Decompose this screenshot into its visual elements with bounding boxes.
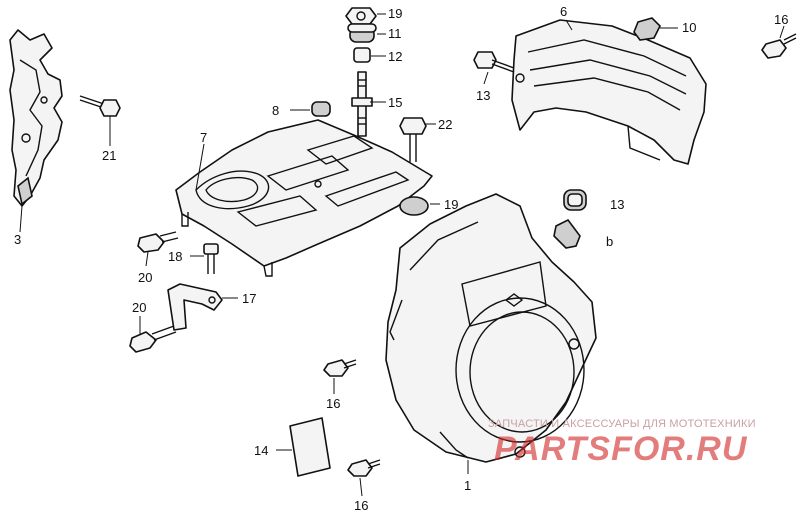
callout-19: 19 — [388, 6, 402, 21]
callout-19-right: 19 — [444, 197, 458, 212]
callout-8: 8 — [272, 103, 279, 118]
part-7-top-plate — [175, 119, 433, 277]
callout-14-visible: 14 — [254, 443, 268, 458]
leader-lines — [19, 13, 785, 497]
callout-16-middle: 16 — [326, 396, 340, 411]
part-8-cap — [311, 101, 331, 117]
part-13-grommet — [563, 189, 587, 211]
callout-6: 6 — [560, 4, 567, 19]
part-3-side-shroud — [9, 29, 63, 207]
callout-20-upper: 20 — [138, 270, 152, 285]
part-21-bolt — [79, 95, 121, 117]
part-14-label — [289, 417, 331, 477]
part-6-side-cover — [511, 19, 707, 165]
part-13-bolt-top — [473, 51, 515, 73]
part-11-rubber-mount — [347, 23, 377, 43]
callout-13-top-label: 13 — [476, 88, 490, 103]
callout-3: 3 — [14, 232, 21, 247]
callout-11: 11 — [388, 26, 402, 41]
part-18-bolt — [203, 243, 219, 274]
part-12-collar — [353, 47, 371, 63]
callout-16-bottom: 16 — [354, 498, 368, 513]
part-1-fan-housing — [385, 193, 597, 463]
callout-12: 12 — [388, 49, 402, 64]
part-16-bolt-bottom — [347, 459, 381, 477]
callout-16-top: 16 — [774, 12, 788, 27]
part-20-bolt-lower — [129, 325, 177, 353]
callout-15: 15 — [388, 95, 402, 110]
part-15-stud — [351, 71, 373, 137]
part-b-clip — [553, 218, 581, 249]
callout-17: 17 — [242, 291, 256, 306]
callout-21: 21 — [102, 148, 116, 163]
callout-b: b — [606, 234, 613, 249]
part-19-nut-top — [345, 7, 377, 25]
part-16-bolt-top-right — [761, 33, 797, 59]
part-17-bracket — [167, 283, 223, 331]
part-19-grommet — [399, 196, 429, 216]
part-10-clip — [633, 17, 661, 41]
part-16-bolt-middle — [323, 359, 357, 377]
callout-7: 7 — [200, 130, 207, 145]
callout-1: 1 — [464, 478, 471, 493]
part-20-bolt-upper — [137, 231, 179, 253]
part-22-bolt — [399, 117, 427, 162]
callout-22: 22 — [438, 117, 452, 132]
callout-13-right: 13 — [610, 197, 624, 212]
callout-18: 18 — [168, 249, 182, 264]
callouts: 19 11 12 15 8 22 7 6 10 13 13 16 21 3 19… — [14, 4, 788, 513]
callout-20-lower: 20 — [132, 300, 146, 315]
callout-10: 10 — [682, 20, 696, 35]
